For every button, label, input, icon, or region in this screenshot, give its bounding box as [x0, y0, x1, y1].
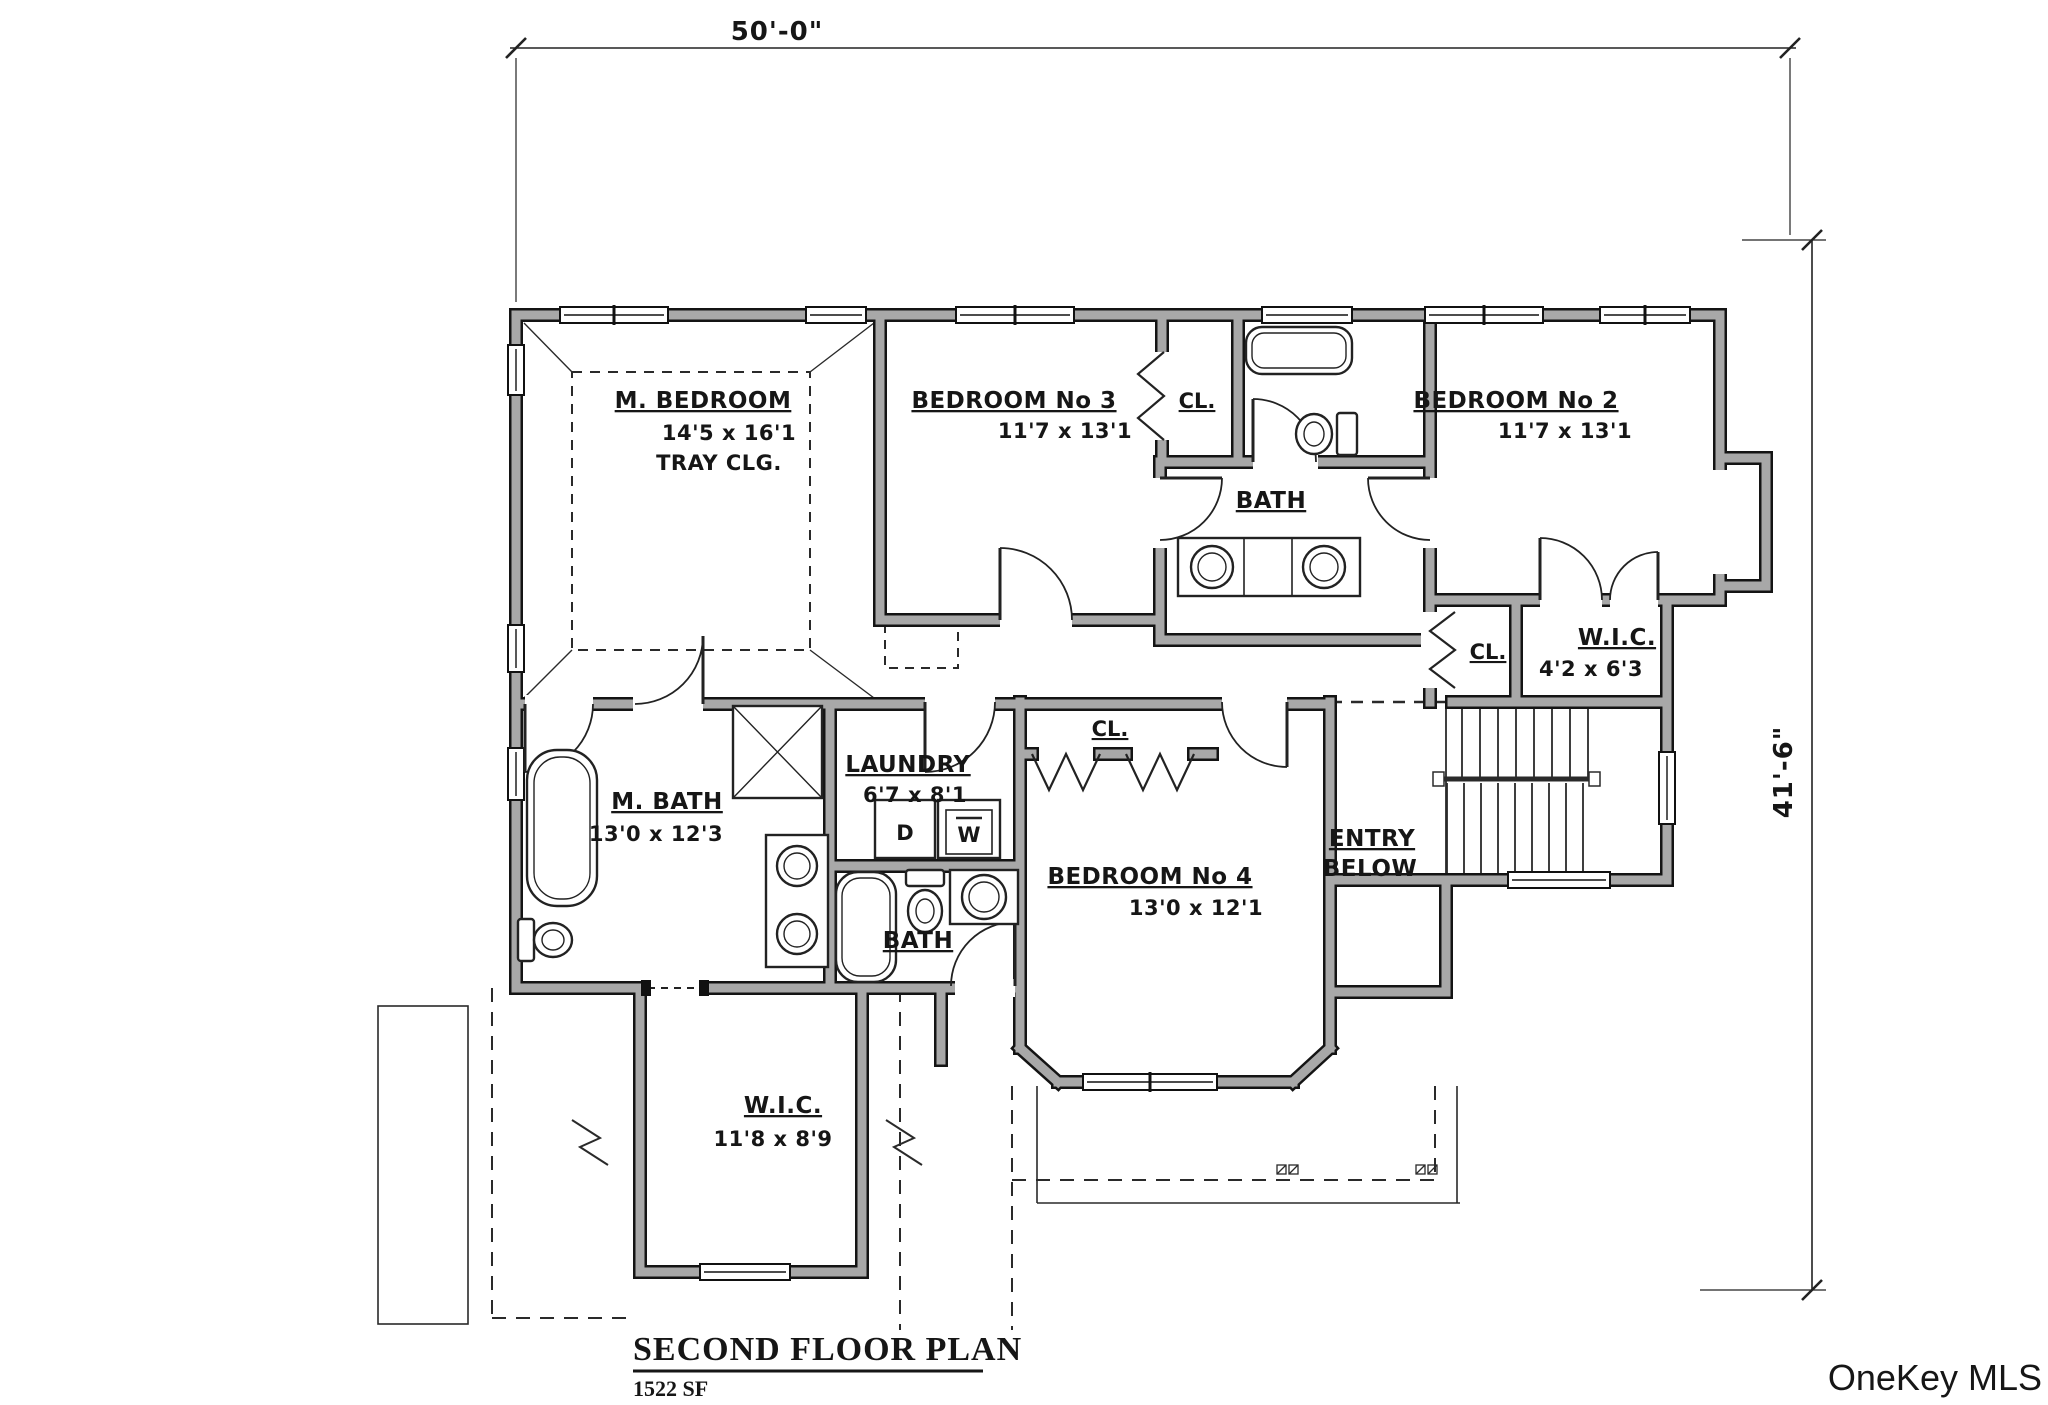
window — [699, 1263, 791, 1281]
vanity-icon — [948, 868, 1020, 926]
door — [1609, 551, 1660, 601]
watermark: OneKey MLS — [1828, 1357, 2042, 1398]
toilet-icon — [516, 917, 574, 963]
room-labels: M. BEDROOM 14'5 x 16'1 TRAY CLG. BEDROOM… — [589, 388, 1656, 1151]
washer-icon — [936, 798, 1002, 860]
room-label-bedroom3: BEDROOM No 3 — [911, 388, 1116, 414]
window — [1082, 1072, 1218, 1092]
dimension-height-label: 41'-6" — [1769, 726, 1799, 819]
room-label-wic-small: W.I.C. — [1578, 625, 1656, 651]
appliance-label-dryer: D — [896, 821, 913, 845]
roof-and-dashed-lines — [377, 322, 1460, 1330]
window — [1261, 306, 1353, 324]
window — [507, 747, 525, 801]
room-label-closet-bed4: CL. — [1092, 717, 1129, 741]
room-label-bath-upper: BATH — [1236, 488, 1306, 514]
room-label-laundry: LAUNDRY — [845, 752, 970, 778]
window — [1599, 305, 1691, 325]
door — [998, 547, 1073, 621]
window — [507, 344, 525, 396]
dryer-icon — [873, 798, 937, 860]
room-label-m-bedroom: M. BEDROOM — [615, 388, 792, 414]
room-label-closet-bed3: CL. — [1179, 389, 1216, 413]
plan-title: SECOND FLOOR PLAN — [633, 1331, 1022, 1368]
bifold-door — [1136, 351, 1166, 441]
door — [1367, 476, 1431, 541]
window — [1424, 305, 1544, 325]
vanity-icon — [764, 833, 830, 969]
room-dims-wic-small: 4'2 x 6'3 — [1539, 657, 1643, 681]
shower-icon — [731, 704, 824, 800]
roof-mark-icon — [1276, 1164, 1299, 1175]
door — [1538, 537, 1603, 601]
plan-area: 1522 SF — [633, 1376, 708, 1401]
dimension-lines — [505, 37, 1826, 1301]
room-label-entry: ENTRY — [1329, 826, 1415, 852]
stair-treads-upper — [1461, 704, 1589, 777]
room-dims-bedroom4: 13'0 x 12'1 — [1129, 896, 1263, 920]
door — [634, 635, 705, 705]
room-label-entry-below: BELOW — [1323, 856, 1418, 882]
bathtub-icon — [525, 748, 599, 908]
door — [923, 701, 996, 773]
stairs — [1432, 704, 1601, 880]
windows — [507, 305, 1691, 1281]
bifold-door — [1125, 751, 1195, 793]
room-dims-wic-large: 11'8 x 8'9 — [713, 1127, 832, 1151]
title-block: SECOND FLOOR PLAN 1522 SF — [633, 1331, 1022, 1401]
doors — [523, 351, 1660, 996]
cased-opening — [641, 980, 709, 996]
window — [1658, 751, 1676, 825]
fixtures — [516, 325, 1362, 984]
appliance-label-washer: W — [957, 823, 980, 847]
bifold-door — [1428, 611, 1457, 689]
window — [1507, 871, 1611, 889]
door — [1221, 701, 1289, 768]
door — [950, 921, 1017, 987]
room-dims-bedroom3: 11'7 x 13'1 — [998, 419, 1132, 443]
double-vanity-icon — [1176, 536, 1362, 598]
roof-panel-left — [377, 1005, 469, 1325]
room-dims-m-bedroom: 14'5 x 16'1 — [662, 421, 796, 445]
toilet-icon — [904, 868, 946, 934]
bathtub-icon — [1244, 325, 1354, 376]
window — [559, 305, 669, 325]
room-dims-bedroom2: 11'7 x 13'1 — [1498, 419, 1632, 443]
room-label-closet-hall: CL. — [1470, 640, 1507, 664]
door-openings — [525, 352, 1729, 997]
attic-access-outline — [884, 624, 959, 669]
room-label-bedroom4: BEDROOM No 4 — [1047, 864, 1252, 890]
stair-treads-lower — [1446, 783, 1584, 878]
room-label-wic-large: W.I.C. — [744, 1093, 822, 1119]
window — [805, 306, 867, 324]
room-dims-laundry: 6'7 x 8'1 — [863, 783, 967, 807]
door — [1159, 476, 1223, 541]
room-dims-m-bath: 13'0 x 12'3 — [589, 822, 723, 846]
tray-ceiling-outline — [571, 371, 811, 651]
break-line-icon — [885, 1119, 923, 1166]
roof-mark-icon — [1415, 1164, 1438, 1175]
room-label-bedroom2: BEDROOM No 2 — [1413, 388, 1618, 414]
room-label-bath-lower: BATH — [883, 928, 953, 954]
toilet-icon — [1294, 411, 1359, 457]
window — [955, 305, 1075, 325]
room-note-m-bedroom: TRAY CLG. — [656, 451, 782, 475]
break-line-icon — [571, 1119, 609, 1166]
bathtub-icon — [834, 870, 898, 984]
dimension-width-label: 50'-0" — [731, 17, 824, 47]
window — [507, 624, 525, 673]
room-label-m-bath: M. BATH — [611, 789, 723, 815]
bifold-door — [1031, 751, 1101, 793]
